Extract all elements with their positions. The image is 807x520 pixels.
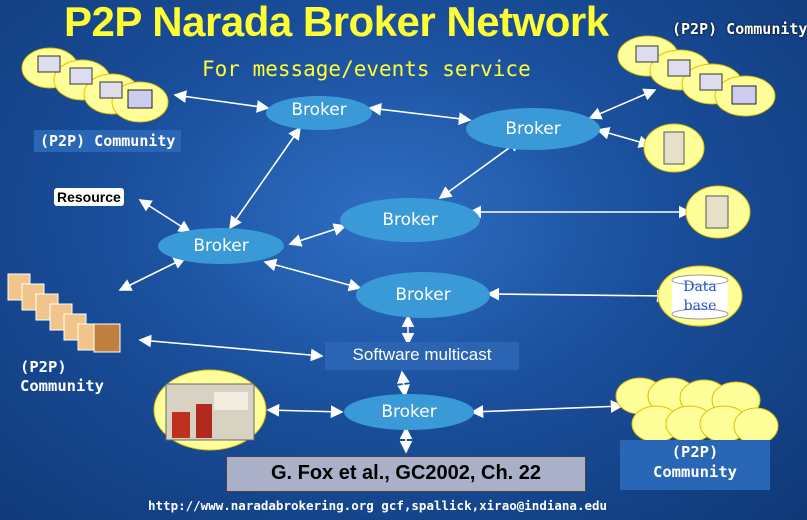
software-multicast-label: Software multicast bbox=[325, 342, 519, 370]
footer-url: http://www.naradabrokering.org gcf,spall… bbox=[148, 498, 608, 513]
server-icon bbox=[685, 185, 751, 239]
community-label-top-left: (P2P) Community bbox=[34, 130, 182, 152]
broker-node: Broker bbox=[158, 228, 284, 264]
computer-community-bottom-right bbox=[615, 377, 779, 445]
database-label: Data base bbox=[683, 279, 717, 314]
community-label-top-right: (P2P) Community bbox=[672, 20, 807, 38]
resource-label: Resource bbox=[54, 188, 124, 206]
broker-node: Broker bbox=[356, 272, 490, 318]
community-label-bottom-right: (P2P) Community bbox=[620, 440, 770, 490]
broker-node: Broker bbox=[340, 198, 480, 242]
broker-node: Broker bbox=[344, 394, 474, 430]
server-icon bbox=[643, 123, 705, 173]
connection-lines bbox=[118, 88, 692, 454]
computer-community-top-left bbox=[21, 47, 169, 123]
community-label-middle-left: (P2P) Community bbox=[20, 358, 104, 395]
computer-community-top-right bbox=[617, 35, 776, 117]
broker-node: Broker bbox=[466, 108, 600, 150]
page-title: P2P Narada Broker Network bbox=[64, 0, 609, 45]
network-diagram bbox=[7, 35, 779, 454]
office-photo-community bbox=[153, 369, 267, 451]
subtitle: For message/events service bbox=[202, 57, 531, 81]
stacked-community-left bbox=[7, 273, 121, 353]
citation-box: G. Fox et al., GC2002, Ch. 22 bbox=[226, 456, 586, 492]
broker-node: Broker bbox=[266, 96, 372, 130]
database-icon bbox=[657, 265, 743, 327]
